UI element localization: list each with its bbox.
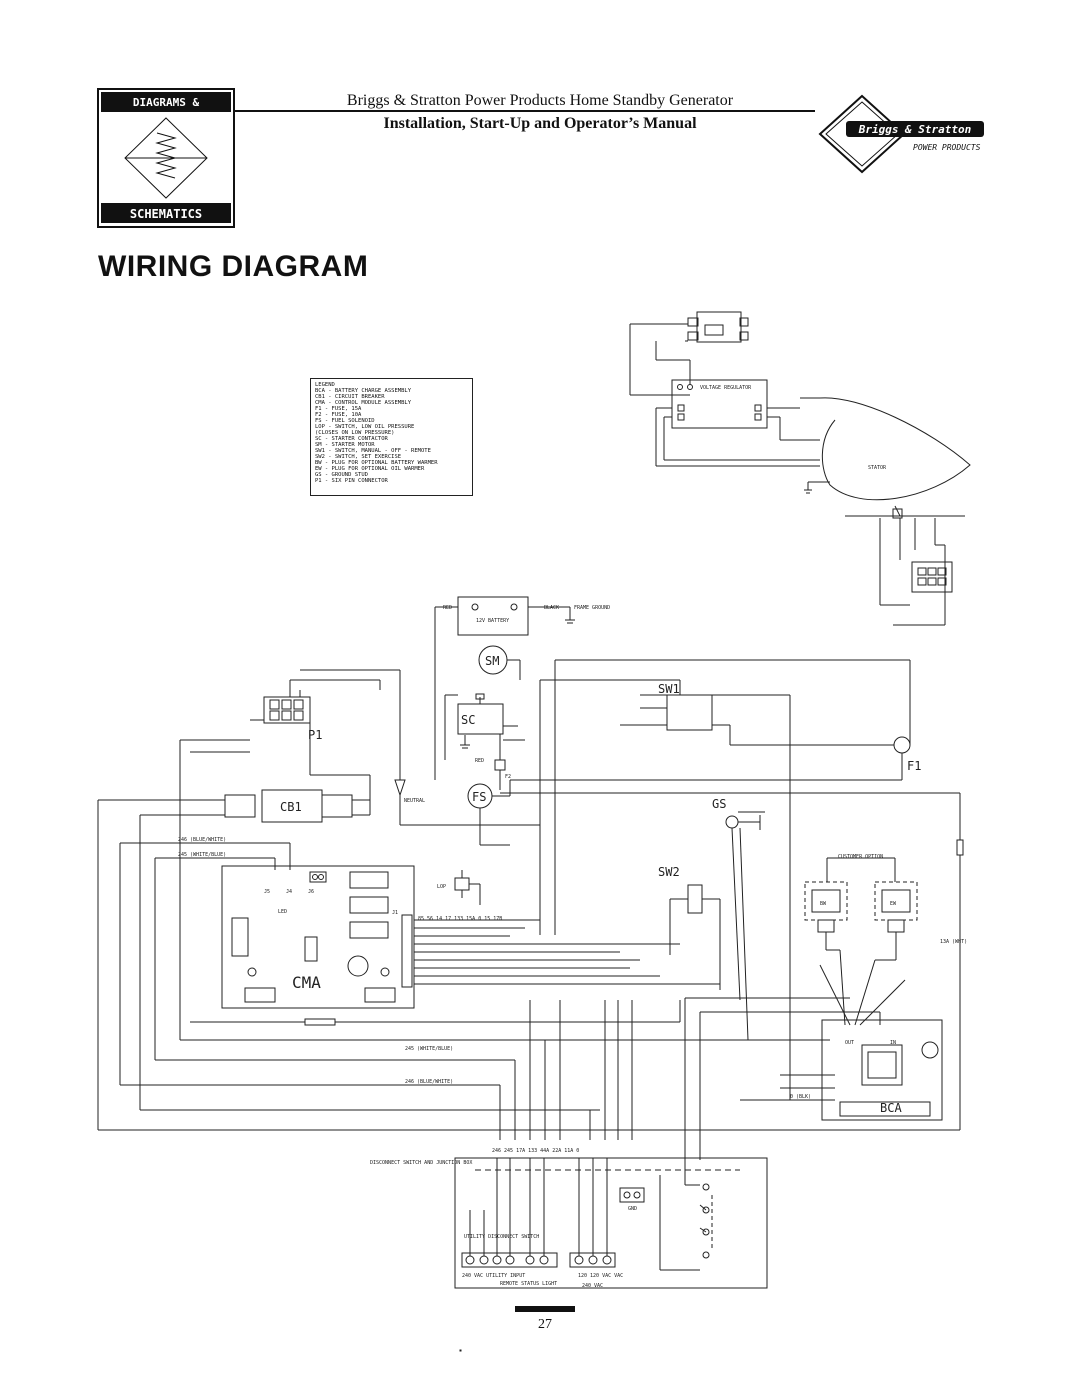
set-exercise-switch — [687, 884, 703, 914]
ew-label: EW — [890, 901, 897, 907]
ground-stud — [725, 815, 739, 829]
f2-label: F2 — [505, 774, 511, 780]
led-label: LED — [278, 909, 287, 915]
legend-item: GS - GROUND STUD — [315, 472, 368, 478]
battery-red-label: RED — [443, 605, 452, 611]
bca-in-label: IN — [890, 1040, 896, 1046]
logo-top-text: DIAGRAMS & — [133, 96, 200, 109]
logo-bottom-text: SCHEMATICS — [130, 207, 202, 221]
terminal-remote-label: REMOTE STATUS LIGHT — [500, 1281, 557, 1287]
header-rule — [235, 110, 815, 112]
bca-label: BCA — [880, 1101, 902, 1115]
manual-off-remote-switch — [666, 694, 713, 731]
logo-sub-text: POWER PRODUCTS — [913, 143, 981, 152]
j6-label: J6 — [308, 889, 314, 895]
stator-label: STATOR — [868, 465, 887, 471]
terminal-240-label: 240 VAC UTILITY INPUT — [462, 1273, 525, 1279]
utility-disconnect-label: UTILITY DISCONNECT SWITCH — [464, 1234, 539, 1240]
p1-connector — [263, 696, 311, 724]
wire-245-label: 245 (WHITE/BLUE) — [178, 852, 226, 858]
control-module — [221, 865, 415, 1009]
cma-label: CMA — [292, 973, 321, 992]
legend-item: FS - FUEL SOLENOID — [315, 418, 375, 424]
sc-label: SC — [461, 713, 475, 727]
page-number-bar — [515, 1306, 575, 1312]
legend-item: (CLOSES ON LOW PRESSURE) — [315, 430, 395, 436]
gnd-label: GND — [628, 1206, 637, 1212]
customer-option-label: CUSTOMER OPTION — [838, 854, 883, 860]
j5-label: J5 — [264, 889, 270, 895]
sm-label: SM — [485, 654, 499, 668]
p1-label: P1 — [308, 728, 322, 742]
briggs-stratton-logo: Briggs & Stratton POWER PRODUCTS — [818, 94, 990, 174]
disconnect-junction-box — [454, 1157, 768, 1289]
legend-item: SW1 - SWITCH, MANUAL - OFF - REMOTE — [315, 448, 431, 454]
wire-0-blk-label: 0 (BLK) — [790, 1094, 811, 1100]
legend-item: SM - STARTER MOTOR — [315, 442, 375, 448]
legend-item: SW2 - SWITCH, SET EXERCISE — [315, 454, 402, 460]
disconnect-junction-label: DISCONNECT SWITCH AND JUNCTION BOX — [370, 1160, 472, 1166]
legend-item: P1 - SIX PIN CONNECTOR — [315, 478, 388, 484]
battery — [457, 596, 529, 636]
legend-item: EW - PLUG FOR OPTIONAL OIL WARMER — [315, 466, 425, 472]
wire-246-label: 246 (BLUE/WHITE) — [178, 837, 226, 843]
legend-item: CMA - CONTROL MODULE ASSEMBLY — [315, 400, 412, 406]
neutral-label: NEUTRAL — [404, 798, 425, 804]
j4-label: J4 — [286, 889, 292, 895]
stator — [819, 397, 971, 501]
gs-label: GS — [712, 797, 726, 811]
regulator-plug — [696, 311, 742, 343]
frame-ground-label: FRAME GROUND — [574, 605, 610, 611]
page-title: WIRING DIAGRAM — [98, 250, 369, 283]
sc-red-label: RED — [475, 758, 484, 764]
fuse-f1 — [893, 736, 911, 754]
stator-connector — [911, 561, 953, 593]
wire-245-bottom-label: 245 (WHITE/BLUE) — [405, 1046, 453, 1052]
junction-wire-numbers: 246 245 17A 133 44A 22A 11A 0 — [492, 1148, 579, 1154]
cb1-label: CB1 — [280, 800, 302, 814]
battery-charge-assembly — [821, 1019, 943, 1121]
bca-out-label: OUT — [845, 1040, 854, 1046]
voltage-regulator-label: VOLTAGE REGULATOR — [700, 385, 752, 391]
header-subtitle: Installation, Start-Up and Operator’s Ma… — [383, 115, 697, 132]
legend-item: CB1 - CIRCUIT BREAKER — [315, 394, 385, 400]
cma-j1-pins: 85 56 14 17 133 15A 0 15 17B — [418, 916, 502, 922]
logo-brand-text: Briggs & Stratton — [858, 123, 972, 136]
fs-label: FS — [472, 790, 486, 804]
wire-246-bottom-label: 246 (BLUE/WHITE) — [405, 1079, 453, 1085]
battery-black-label: BLACK — [544, 605, 559, 611]
battery-label: 12V BATTERY — [476, 618, 509, 624]
page-number: 27 — [538, 1317, 552, 1332]
legend-item: SC - STARTER CONTACTOR — [315, 436, 388, 442]
legend-item: BCA - BATTERY CHARGE ASSEMBLY — [315, 388, 412, 394]
legend-item: F1 - FUSE, 15A — [315, 406, 362, 412]
sw1-label: SW1 — [658, 682, 680, 696]
terminal-240b-label: 240 VAC — [582, 1283, 603, 1289]
bw-label: BW — [820, 901, 827, 907]
lop-label: LOP — [437, 884, 446, 890]
low-oil-pressure-switch — [454, 877, 470, 891]
legend-item: LOP - SWITCH, LOW OIL PRESSURE — [315, 424, 415, 430]
voltage-regulator — [671, 379, 768, 429]
j1-label: J1 — [392, 910, 398, 916]
legend-title: LEGEND — [315, 382, 335, 388]
header-title: Briggs & Stratton Power Products Home St… — [346, 92, 734, 109]
legend-item: F2 - FUSE, 10A — [315, 412, 362, 418]
terminal-120-label: 120 120 VAC VAC — [578, 1273, 623, 1279]
diagrams-schematics-logo: DIAGRAMS & SCHEMATICS — [97, 88, 235, 228]
legend-item: BW - PLUG FOR OPTIONAL BATTERY WARMER — [315, 460, 438, 466]
f1-label: F1 — [907, 759, 921, 773]
legend-box: LEGEND BCA - BATTERY CHARGE ASSEMBLY CB1… — [310, 378, 473, 496]
sw2-label: SW2 — [658, 865, 680, 879]
wire-13a-label: 13A (WHT) — [940, 939, 967, 945]
